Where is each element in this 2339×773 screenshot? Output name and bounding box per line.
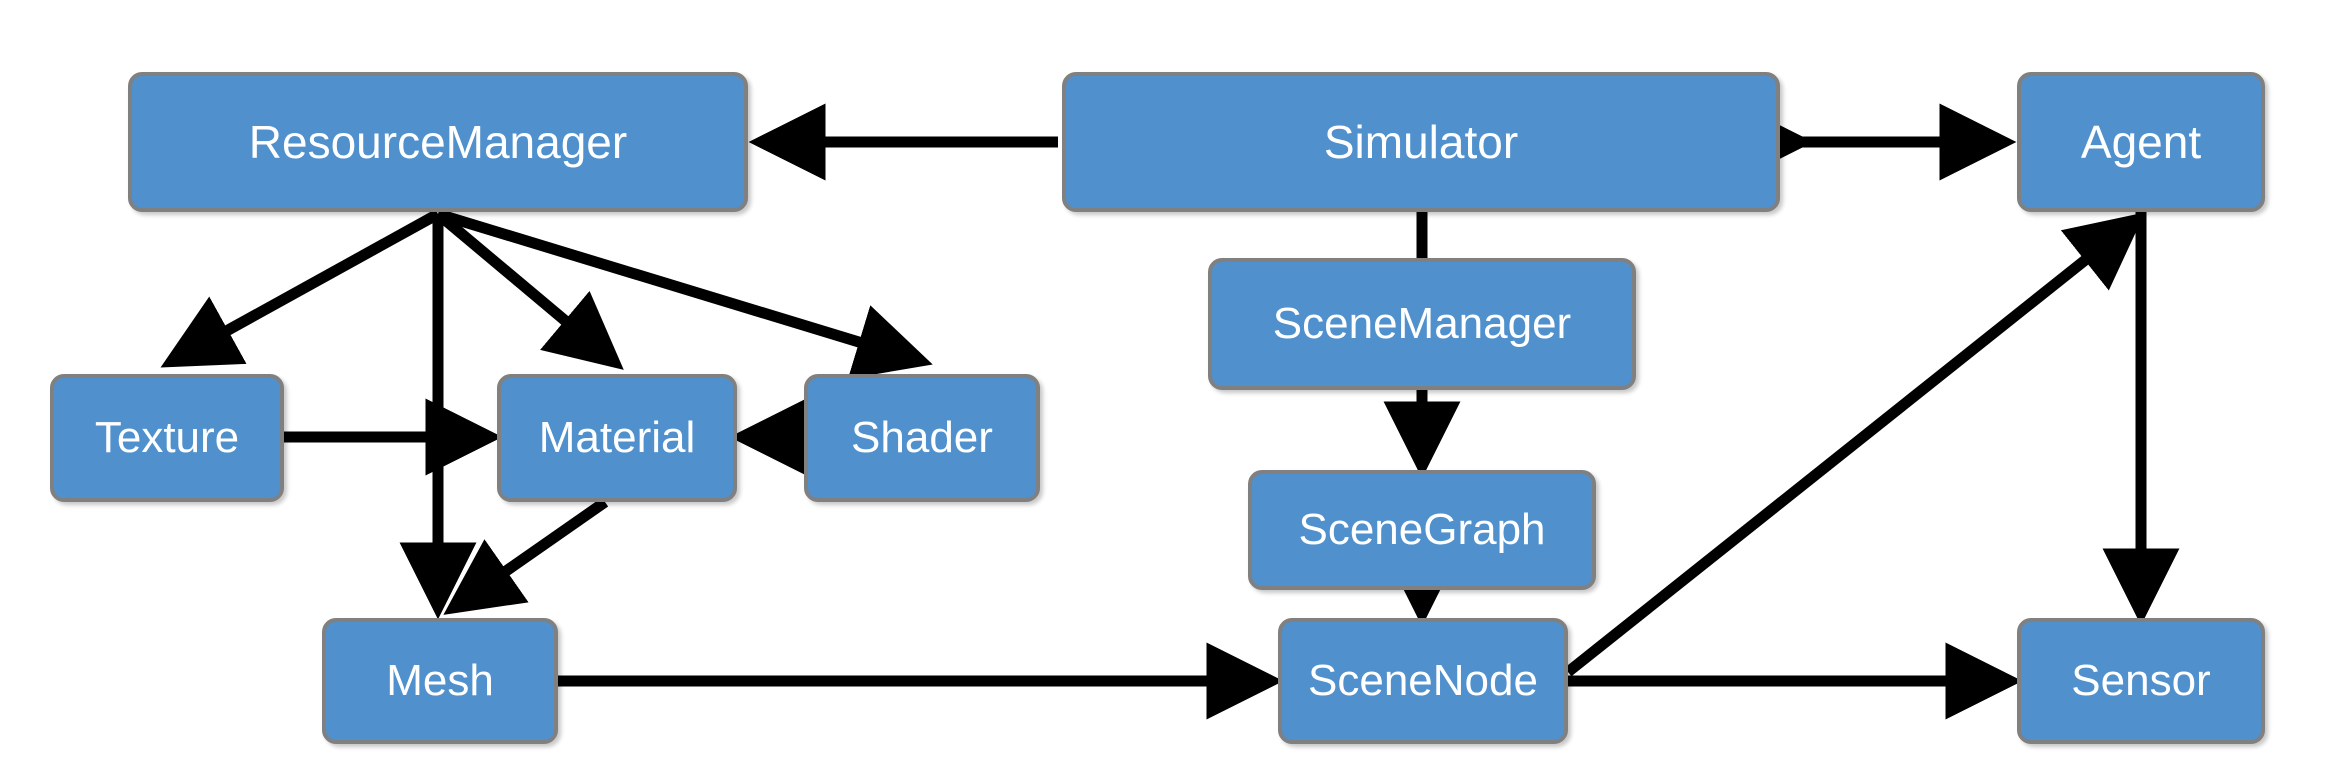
node-label: SceneNode <box>1308 655 1538 705</box>
node-sensor[interactable]: Sensor <box>2017 618 2265 744</box>
node-mesh[interactable]: Mesh <box>322 618 558 744</box>
edge-scenenode-to-agent <box>1564 212 2146 677</box>
node-label: Material <box>538 412 696 462</box>
node-texture[interactable]: Texture <box>50 374 284 502</box>
node-shader[interactable]: Shader <box>804 374 1040 502</box>
edge-resourcemanager-to-shader <box>436 208 933 379</box>
node-label: Mesh <box>386 655 494 705</box>
node-scenemanager[interactable]: SceneManager <box>1208 258 1636 390</box>
node-label: Texture <box>94 412 240 462</box>
node-material[interactable]: Material <box>497 374 737 502</box>
edge-resourcemanager-to-texture <box>160 209 441 368</box>
node-label: ResourceManager <box>248 115 628 168</box>
node-scenenode[interactable]: SceneNode <box>1278 618 1568 744</box>
node-simulator[interactable]: Simulator <box>1062 72 1780 212</box>
node-resourcemanager[interactable]: ResourceManager <box>128 72 748 212</box>
node-label: Agent <box>2080 115 2202 168</box>
edge-resourcemanager-to-material <box>434 209 624 370</box>
node-agent[interactable]: Agent <box>2017 72 2265 212</box>
node-label: SceneManager <box>1272 298 1572 348</box>
edge-material-to-mesh <box>443 497 609 615</box>
node-label: Simulator <box>1323 115 1519 168</box>
node-scenegraph[interactable]: SceneGraph <box>1248 470 1596 590</box>
node-label: SceneGraph <box>1298 504 1546 554</box>
node-label: Sensor <box>2071 655 2211 705</box>
node-label: Shader <box>851 412 993 462</box>
